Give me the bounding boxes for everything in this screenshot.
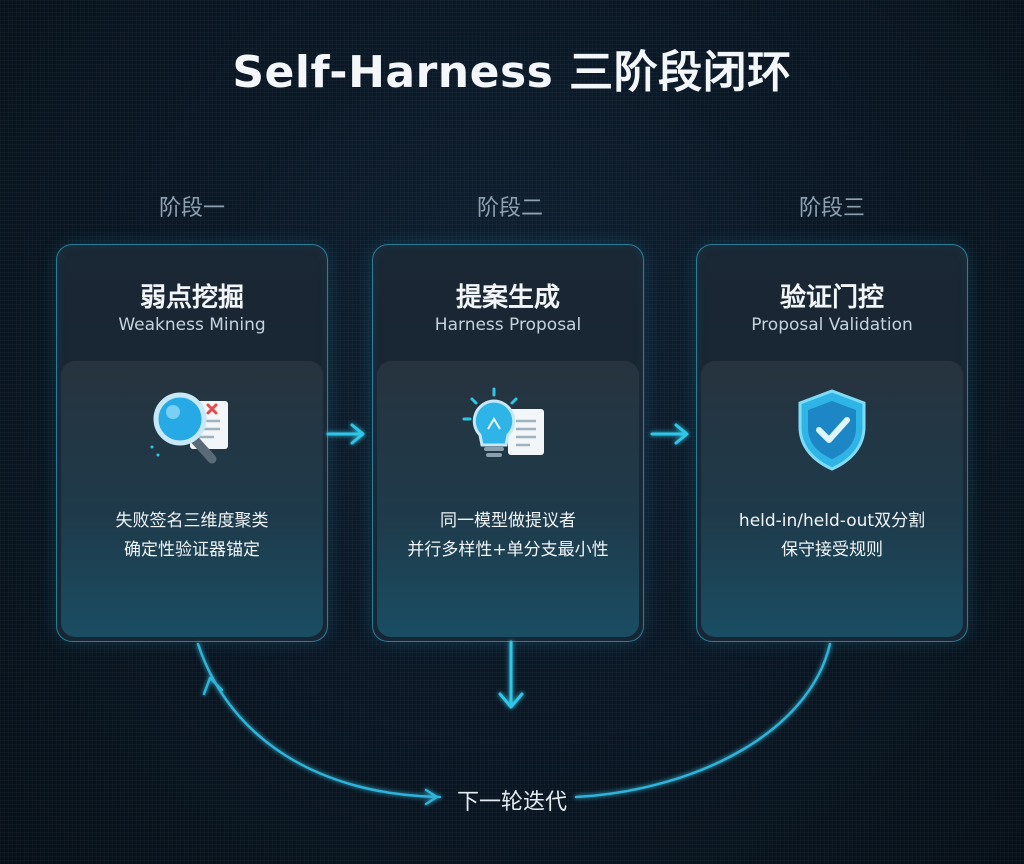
description-line: 保守接受规则 — [781, 540, 883, 560]
magnifier-document-icon — [150, 392, 228, 464]
stage-card-weakness-mining: 弱点挖掘 Weakness Mining 失败签名三维度聚类 确定性验证器锚定 — [56, 244, 328, 642]
card-body: 同一模型做提议者 并行多样性+单分支最小性 — [377, 361, 639, 637]
description-line: 同一模型做提议者 — [440, 511, 576, 531]
description-line: held-in/held-out双分割 — [738, 511, 926, 531]
card-subtitle: Harness Proposal — [434, 315, 582, 335]
card-title: 弱点挖掘 — [139, 283, 244, 313]
card-subtitle: Weakness Mining — [118, 315, 266, 335]
card-description: held-in/held-out双分割 保守接受规则 — [701, 507, 963, 565]
card-body: held-in/held-out双分割 保守接受规则 — [701, 361, 963, 637]
stage-card-harness-proposal: 提案生成 Harness Proposal 同一模型做提议者 并行多样性+单分支… — [372, 244, 644, 642]
description-line: 确定性验证器锚定 — [124, 540, 260, 560]
stage-label-1: 阶段一 — [158, 196, 225, 221]
card-body: 失败签名三维度聚类 确定性验证器锚定 — [61, 361, 323, 637]
arrow-stage1-to-stage2 — [326, 423, 365, 445]
card-description: 失败签名三维度聚类 确定性验证器锚定 — [61, 507, 323, 565]
description-line: 失败签名三维度聚类 — [115, 511, 269, 531]
arrow-stage2-down — [498, 640, 524, 709]
shield-check-icon — [798, 389, 866, 471]
stage-label-2: 阶段二 — [476, 196, 543, 221]
description-line: 并行多样性+单分支最小性 — [407, 540, 609, 560]
loop-back-arc — [196, 642, 832, 806]
stage-card-proposal-validation: 验证门控 Proposal Validation held-in/held-ou… — [696, 244, 968, 642]
diagram-title: Self-Harness 三阶段闭环 — [232, 47, 792, 98]
card-subtitle: Proposal Validation — [751, 315, 913, 335]
card-title: 验证门控 — [779, 283, 884, 313]
stage-label-3: 阶段三 — [798, 196, 865, 221]
lightbulb-document-icon — [462, 387, 544, 457]
card-description: 同一模型做提议者 并行多样性+单分支最小性 — [377, 507, 639, 565]
arrow-stage2-to-stage3 — [650, 423, 689, 445]
loop-label: 下一轮迭代 — [456, 790, 567, 815]
card-title: 提案生成 — [455, 283, 560, 313]
